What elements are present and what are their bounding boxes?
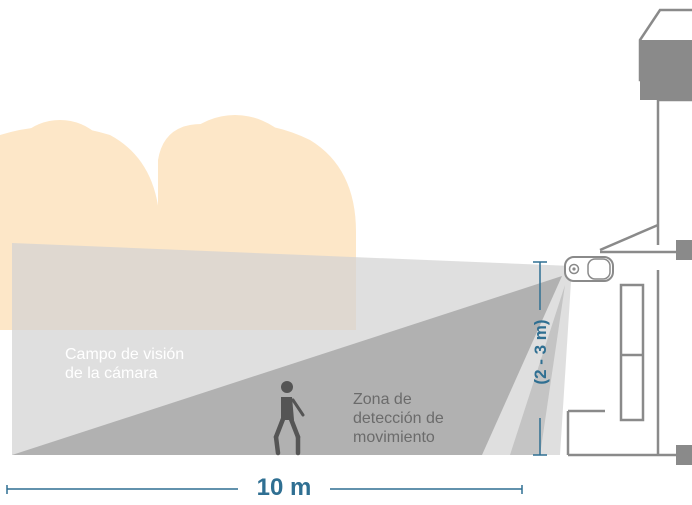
distance-dimension-line	[6, 485, 523, 494]
motion-zone-edge	[510, 285, 565, 455]
motion-zone-label-line1: Zona de	[353, 391, 412, 408]
walking-person-icon	[273, 381, 305, 456]
motion-detection-zone	[12, 276, 562, 455]
motion-zone-label-line2: detección de	[353, 410, 444, 427]
height-dimension-line	[533, 261, 547, 456]
field-of-view-label-line2: de la cámara	[65, 365, 158, 382]
field-of-view-label-line1: Campo de visión	[65, 346, 185, 363]
height-range-label: (2 - 3 m)	[531, 319, 550, 385]
field-of-view-label: Campo de visión de la cámara	[65, 345, 184, 383]
motion-zone-label: Zona de detección de movimiento	[353, 390, 444, 447]
distance-label: 10 m	[256, 474, 312, 501]
house-roof-blocks	[640, 40, 692, 465]
motion-zone-label-line3: movimiento	[353, 429, 435, 446]
security-camera-icon	[564, 256, 614, 282]
